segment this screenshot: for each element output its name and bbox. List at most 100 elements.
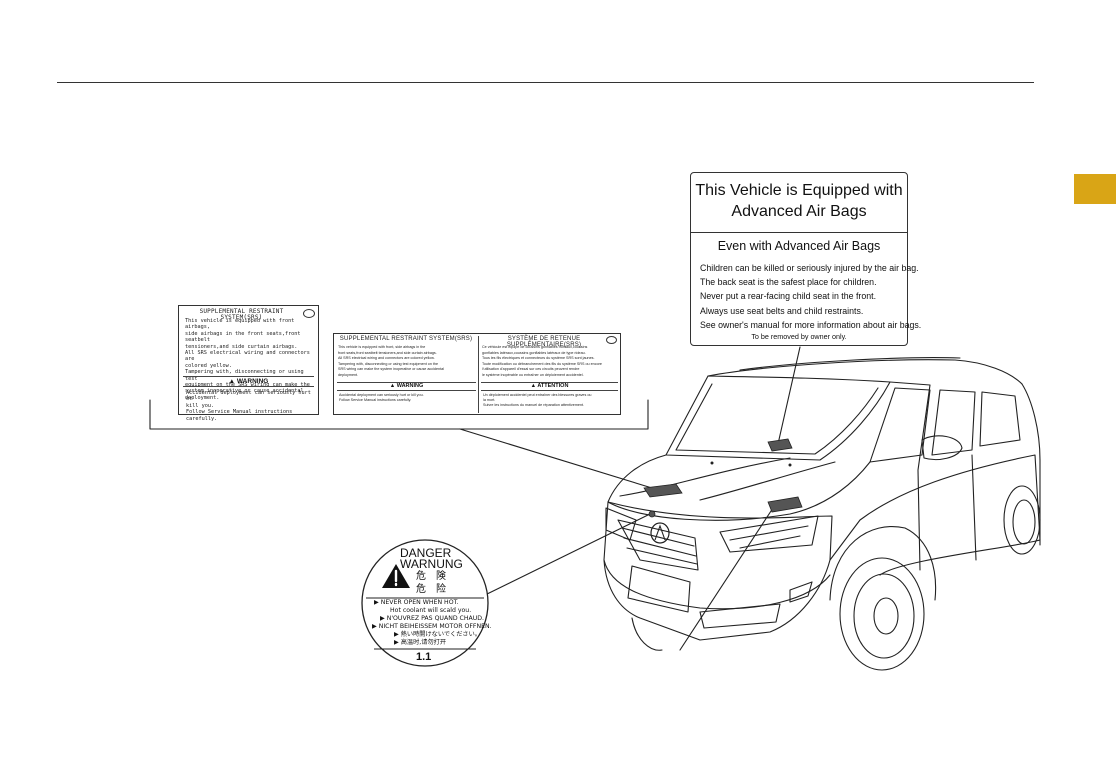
car-fog-light bbox=[789, 581, 813, 603]
car-headlight-right bbox=[719, 515, 819, 553]
srs-body-line: All SRS electrical wiring and connectors… bbox=[185, 350, 310, 363]
srs-en-warning-line: Follow Service Manual instructions caref… bbox=[339, 398, 412, 402]
srs-body-line: side airbags in the front seats,front se… bbox=[185, 330, 301, 344]
srs-warning-box-en: ▲ WARNING Accidental deployment can seri… bbox=[337, 382, 476, 412]
warnung-title: WARNUNG bbox=[400, 557, 463, 571]
srs-fr-body-line: Ce véhicule est équipé de coussins gonfl… bbox=[482, 345, 588, 349]
srs-fr-body-line: le système inopérable ou entraîner un dé… bbox=[482, 372, 584, 377]
srs-fr-body-line: l'utilisation d'appareil d'essai sur ces… bbox=[482, 367, 580, 371]
airbag-label-subtitle: Even with Advanced Air Bags bbox=[717, 239, 881, 253]
car-side-mirror bbox=[921, 435, 963, 461]
srs-body-line: system inoperative or cause accidental bbox=[185, 388, 304, 395]
danger-kanji-cn: 危 险 bbox=[416, 584, 446, 595]
srs-en-body-line: Tampering with, disconnecting or using t… bbox=[338, 361, 439, 366]
airbag-title-line2: Advanced Air Bags bbox=[731, 203, 867, 220]
car-front-wheel-hub bbox=[873, 597, 899, 635]
danger-label-line: ▶ NEVER OPEN WHEN HOT. bbox=[374, 599, 459, 606]
advanced-airbag-label: This Vehicle is Equipped with Advanced A… bbox=[690, 172, 921, 346]
srs-label-en-header: SUPPLEMENTAL RESTRAINT SYSTEM(SRS) bbox=[339, 336, 473, 342]
airbag-label-line: Children can be killed or seriously inju… bbox=[700, 263, 919, 273]
danger-label-line: Hot coolant will scald you. bbox=[390, 607, 472, 614]
car-bumper bbox=[603, 559, 831, 610]
danger-label-line: ▶ 高温时,请勿打开 bbox=[394, 639, 447, 646]
car-side-window-front bbox=[869, 387, 931, 463]
car-left-wheel bbox=[631, 617, 663, 651]
srs-warning-fr-title: ATTENTION bbox=[537, 383, 569, 389]
car-roof bbox=[707, 359, 1023, 385]
section-tab[interactable] bbox=[1074, 174, 1116, 204]
airbag-label-line: See owner's manual for more information … bbox=[700, 319, 922, 330]
acura-emblem-mark bbox=[654, 524, 666, 541]
danger-pressure-value: 1.1 bbox=[416, 651, 432, 663]
srs-label-en-body: This vehicle is equipped with front, sid… bbox=[338, 345, 476, 378]
srs-logo-icon bbox=[303, 309, 315, 318]
danger-title: DANGER bbox=[400, 546, 452, 560]
danger-kanji-jp: 危 険 bbox=[416, 571, 446, 582]
srs-en-body-line: This vehicle is equipped with front, sid… bbox=[338, 345, 426, 349]
label-location-marks bbox=[643, 438, 803, 518]
srs-fr-warning-line: Un déploiement accidentel peut entraîner… bbox=[483, 393, 592, 397]
car-grille-bars bbox=[621, 527, 698, 565]
car-headlight-left bbox=[605, 507, 637, 541]
car-rear-wheel bbox=[1003, 485, 1041, 555]
srs-en-body-line: SRS wiring can make the system inoperati… bbox=[338, 367, 444, 371]
airbag-label-lines: Children can be killed or seriously inju… bbox=[700, 261, 921, 332]
hood-dot bbox=[710, 461, 714, 465]
car-front-wheel-rim bbox=[853, 573, 915, 659]
acura-emblem-icon bbox=[650, 522, 670, 544]
srs-body-line: colored yellow. bbox=[185, 362, 232, 369]
airbag-label-line: Never put a rear-facing child seat in th… bbox=[700, 291, 877, 302]
srs-fr-body-line: Toute modification ou débranchement des … bbox=[482, 361, 602, 366]
car-rear-wheel-rim bbox=[1012, 499, 1036, 545]
car-grille bbox=[617, 519, 699, 571]
header-rule bbox=[57, 82, 1034, 83]
srs-en-body-line: deployment. bbox=[338, 372, 359, 377]
srs-body-line: tensioners,and side curtain airbags. bbox=[185, 343, 298, 350]
danger-label-line: ▶ N'OUVREZ PAS QUAND CHAUD. bbox=[380, 615, 485, 622]
srs-warning-en-bar: ▲ WARNING bbox=[337, 382, 476, 391]
srs-label-small: SUPPLEMENTAL RESTRAINT SYSTEM(SRS) This … bbox=[178, 305, 319, 422]
car-door-line bbox=[917, 454, 977, 571]
srs-label-small-header: SUPPLEMENTAL RESTRAINT SYSTEM(SRS) bbox=[199, 308, 284, 322]
srs-body-line: equipment on the SRS wiring can make the bbox=[185, 382, 310, 389]
srs-label-fr-header: SYSTÈME DE RETENUE SUPPLÉMENTAIRE(SRS) bbox=[506, 336, 582, 348]
airbag-label-title: This Vehicle is Equipped with Advanced A… bbox=[691, 180, 907, 222]
srs-en-warning-line: Accidental deployment can seriously hurt… bbox=[339, 393, 424, 397]
danger-label-circle bbox=[361, 539, 489, 667]
srs-label-divider bbox=[478, 336, 479, 413]
danger-label-line: ▶ 熱い時開けないでください。 bbox=[394, 631, 481, 638]
srs-warning-box: ▲ WARNING Accidental deployment can seri… bbox=[183, 376, 314, 422]
car-hood-crease bbox=[619, 457, 791, 497]
car-rear bbox=[1021, 383, 1041, 546]
car-side-window-back bbox=[979, 391, 1021, 447]
srs-warning-fr-bar: ▲ ATTENTION bbox=[481, 382, 618, 391]
car-lower-intake bbox=[699, 603, 781, 629]
srs-warning-line: kill you. bbox=[186, 402, 215, 409]
hood-dot bbox=[788, 463, 792, 467]
car-side-body bbox=[829, 454, 1041, 576]
airbag-label-line: The back seat is the safest place for ch… bbox=[700, 277, 877, 288]
airbag-title-line1: This Vehicle is Equipped with bbox=[695, 182, 903, 199]
srs-fr-warning-line: Suivre les instructions du manuel de rép… bbox=[483, 403, 585, 407]
mark-fender bbox=[767, 496, 803, 513]
srs-fr-body-line: gonflables latéraux,coussins gonflables … bbox=[482, 350, 586, 355]
srs-body-line: Tampering with, disconnecting or using t… bbox=[185, 369, 304, 382]
srs-warning-en-title: WARNING bbox=[396, 383, 424, 389]
car-front-wheel bbox=[839, 557, 925, 671]
srs-warning-en-body: Accidental deployment can seriously hurt… bbox=[337, 391, 476, 405]
car-plate bbox=[627, 565, 691, 613]
car-front-wheel-arch bbox=[829, 526, 937, 601]
car-hood-line2 bbox=[699, 461, 836, 501]
car-hood bbox=[607, 454, 871, 521]
srs-en-body-line: front seats,front seatbelt tensioners,an… bbox=[338, 350, 437, 355]
car-windshield-inner bbox=[675, 383, 879, 455]
srs-warning-box-fr: ▲ ATTENTION Un déploiement accidentel pe… bbox=[481, 382, 618, 412]
leader-line-srs bbox=[459, 428, 653, 489]
srs-label-small-body: This vehicle is equipped with front airb… bbox=[185, 318, 319, 401]
srs-label-fr-body: Ce véhicule est équipé de coussins gonfl… bbox=[482, 345, 618, 378]
srs-fr-warning-line: la mort. bbox=[483, 398, 496, 402]
srs-warning-title: WARNING bbox=[236, 378, 269, 385]
car-roofrail bbox=[739, 357, 961, 371]
radiator-danger-label: DANGER WARNUNG 危 険 危 险 ▶ NEVER OPEN WHEN… bbox=[360, 538, 492, 668]
